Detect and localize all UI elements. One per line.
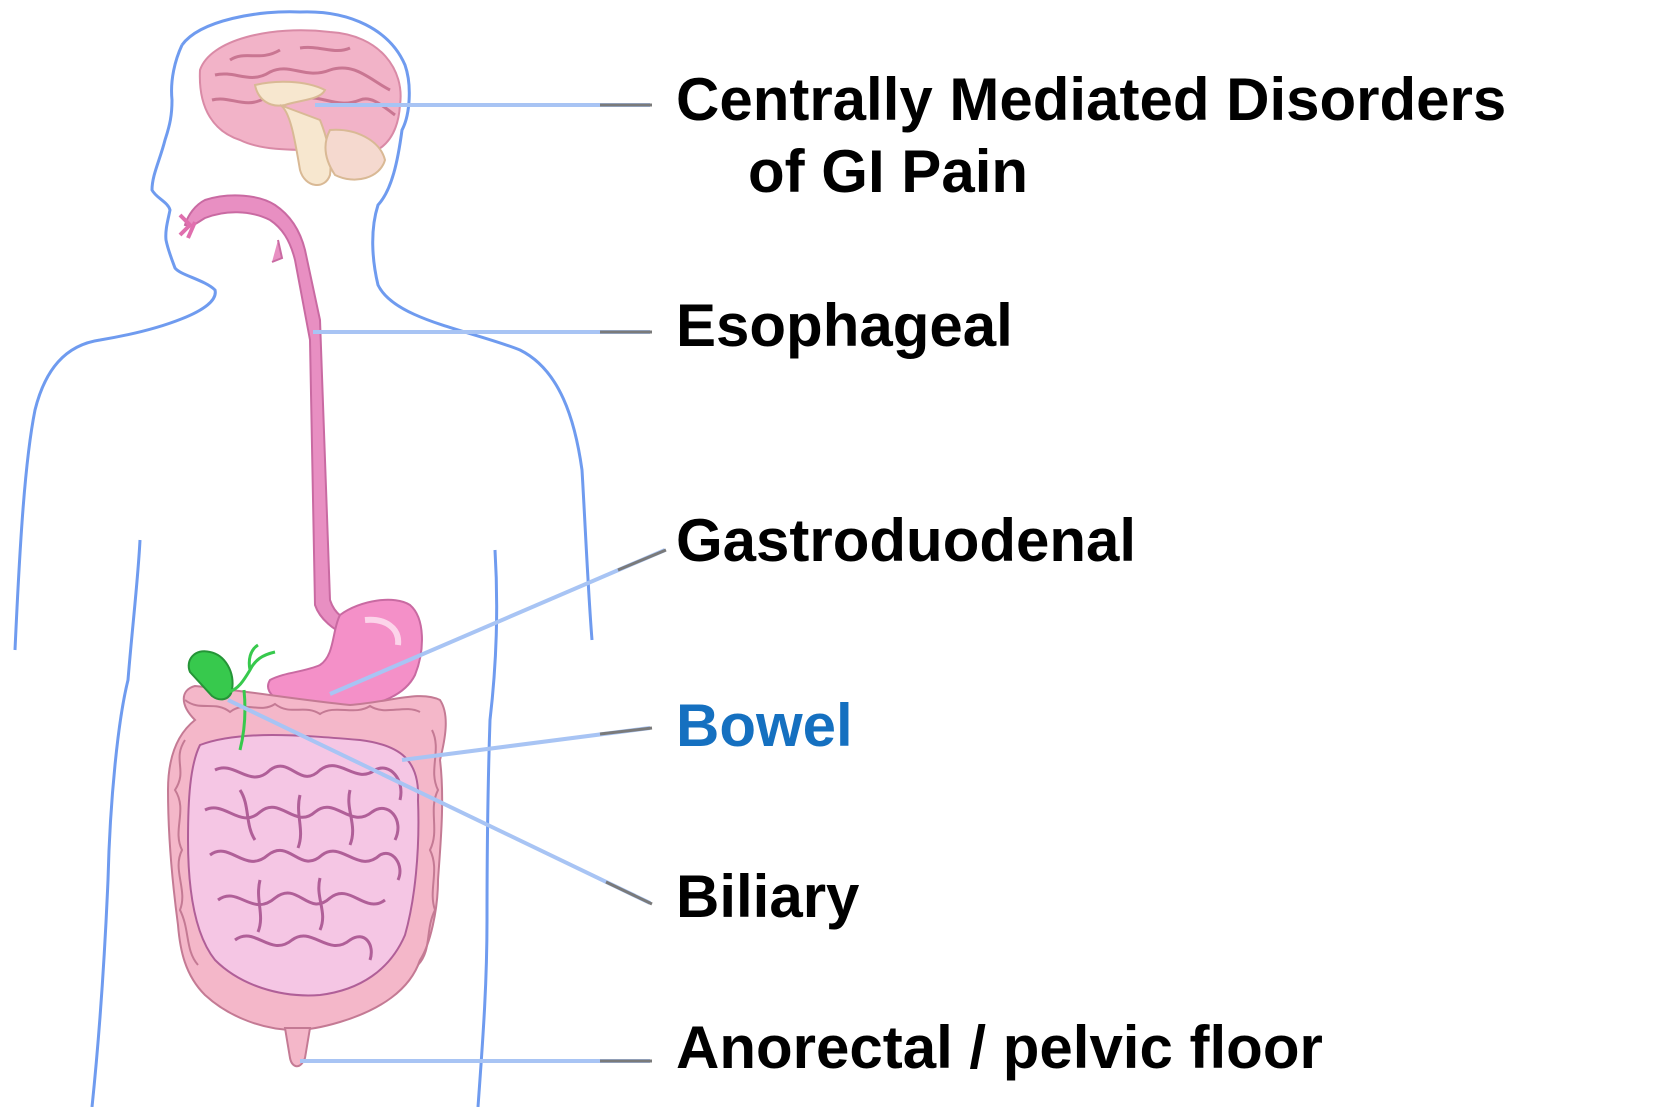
label-esophageal: Esophageal — [676, 290, 1013, 362]
stomach-icon — [268, 600, 422, 709]
label-biliary: Biliary — [676, 861, 859, 933]
esophagus-icon — [180, 195, 355, 635]
label-line: of GI Pain — [676, 136, 1506, 208]
label-bowel: Bowel — [676, 690, 853, 762]
label-centrally-mediated: Centrally Mediated Disorders of GI Pain — [676, 64, 1506, 208]
brain-icon — [200, 30, 401, 185]
label-gastroduodenal: Gastroduodenal — [676, 505, 1136, 577]
leader-line-ends — [600, 105, 666, 1061]
label-anorectal: Anorectal / pelvic floor — [676, 1012, 1323, 1084]
label-line: Centrally Mediated Disorders — [676, 66, 1506, 133]
